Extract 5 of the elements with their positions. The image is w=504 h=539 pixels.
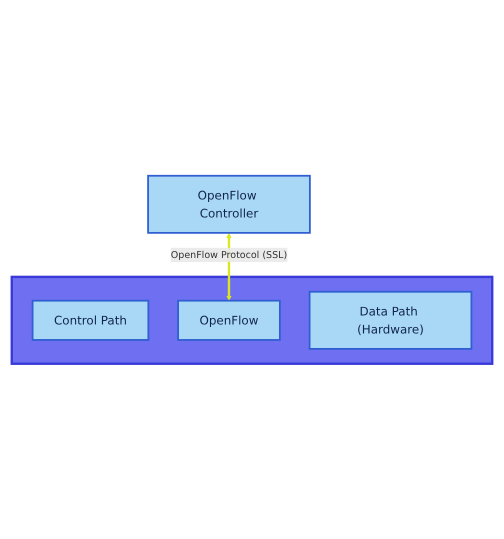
process-box: Control Path <box>32 300 150 341</box>
edge-label: OpenFlow Protocol (SSL) <box>170 248 288 262</box>
process-box: OpenFlow Controller <box>147 174 311 234</box>
process-box: OpenFlow <box>177 300 281 341</box>
process-box: Data Path (Hardware) <box>308 290 472 350</box>
